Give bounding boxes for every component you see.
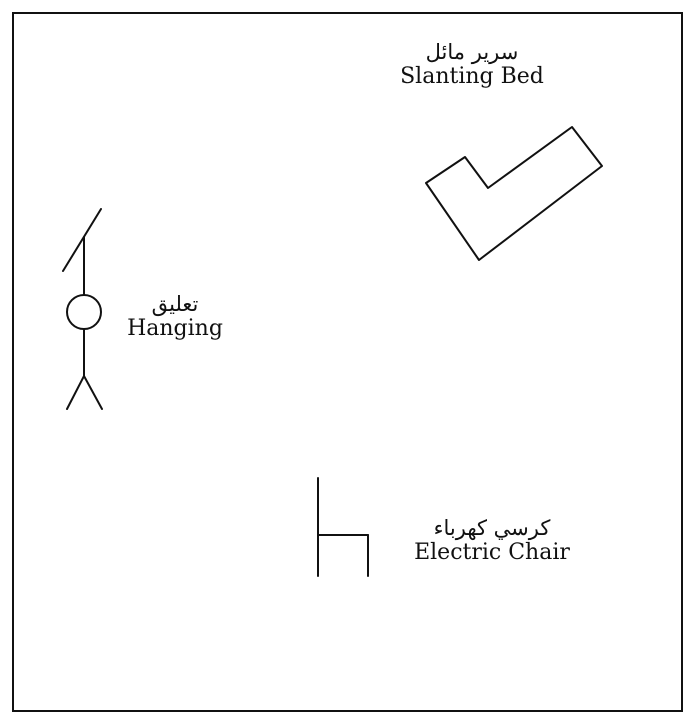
slanting-bed-icon: [425, 126, 603, 261]
hanging-figure-icon: [62, 208, 103, 410]
electric-chair-label: كرسي كهرباء Electric Chair: [400, 516, 584, 565]
hanging-arabic-text: تعليق: [151, 292, 199, 316]
slanting-bed-english-text: Slanting Bed: [400, 64, 544, 90]
hanging-english-text: Hanging: [127, 316, 223, 342]
electric-chair-english-text: Electric Chair: [414, 540, 570, 566]
hanging-label: تعليق Hanging: [112, 292, 238, 341]
slanting-bed-label: سرير مائل Slanting Bed: [387, 40, 557, 89]
electric-chair-arabic-text: كرسي كهرباء: [433, 516, 551, 540]
slanting-bed-arabic-text: سرير مائل: [425, 40, 519, 64]
electric-chair-icon: [317, 477, 369, 577]
